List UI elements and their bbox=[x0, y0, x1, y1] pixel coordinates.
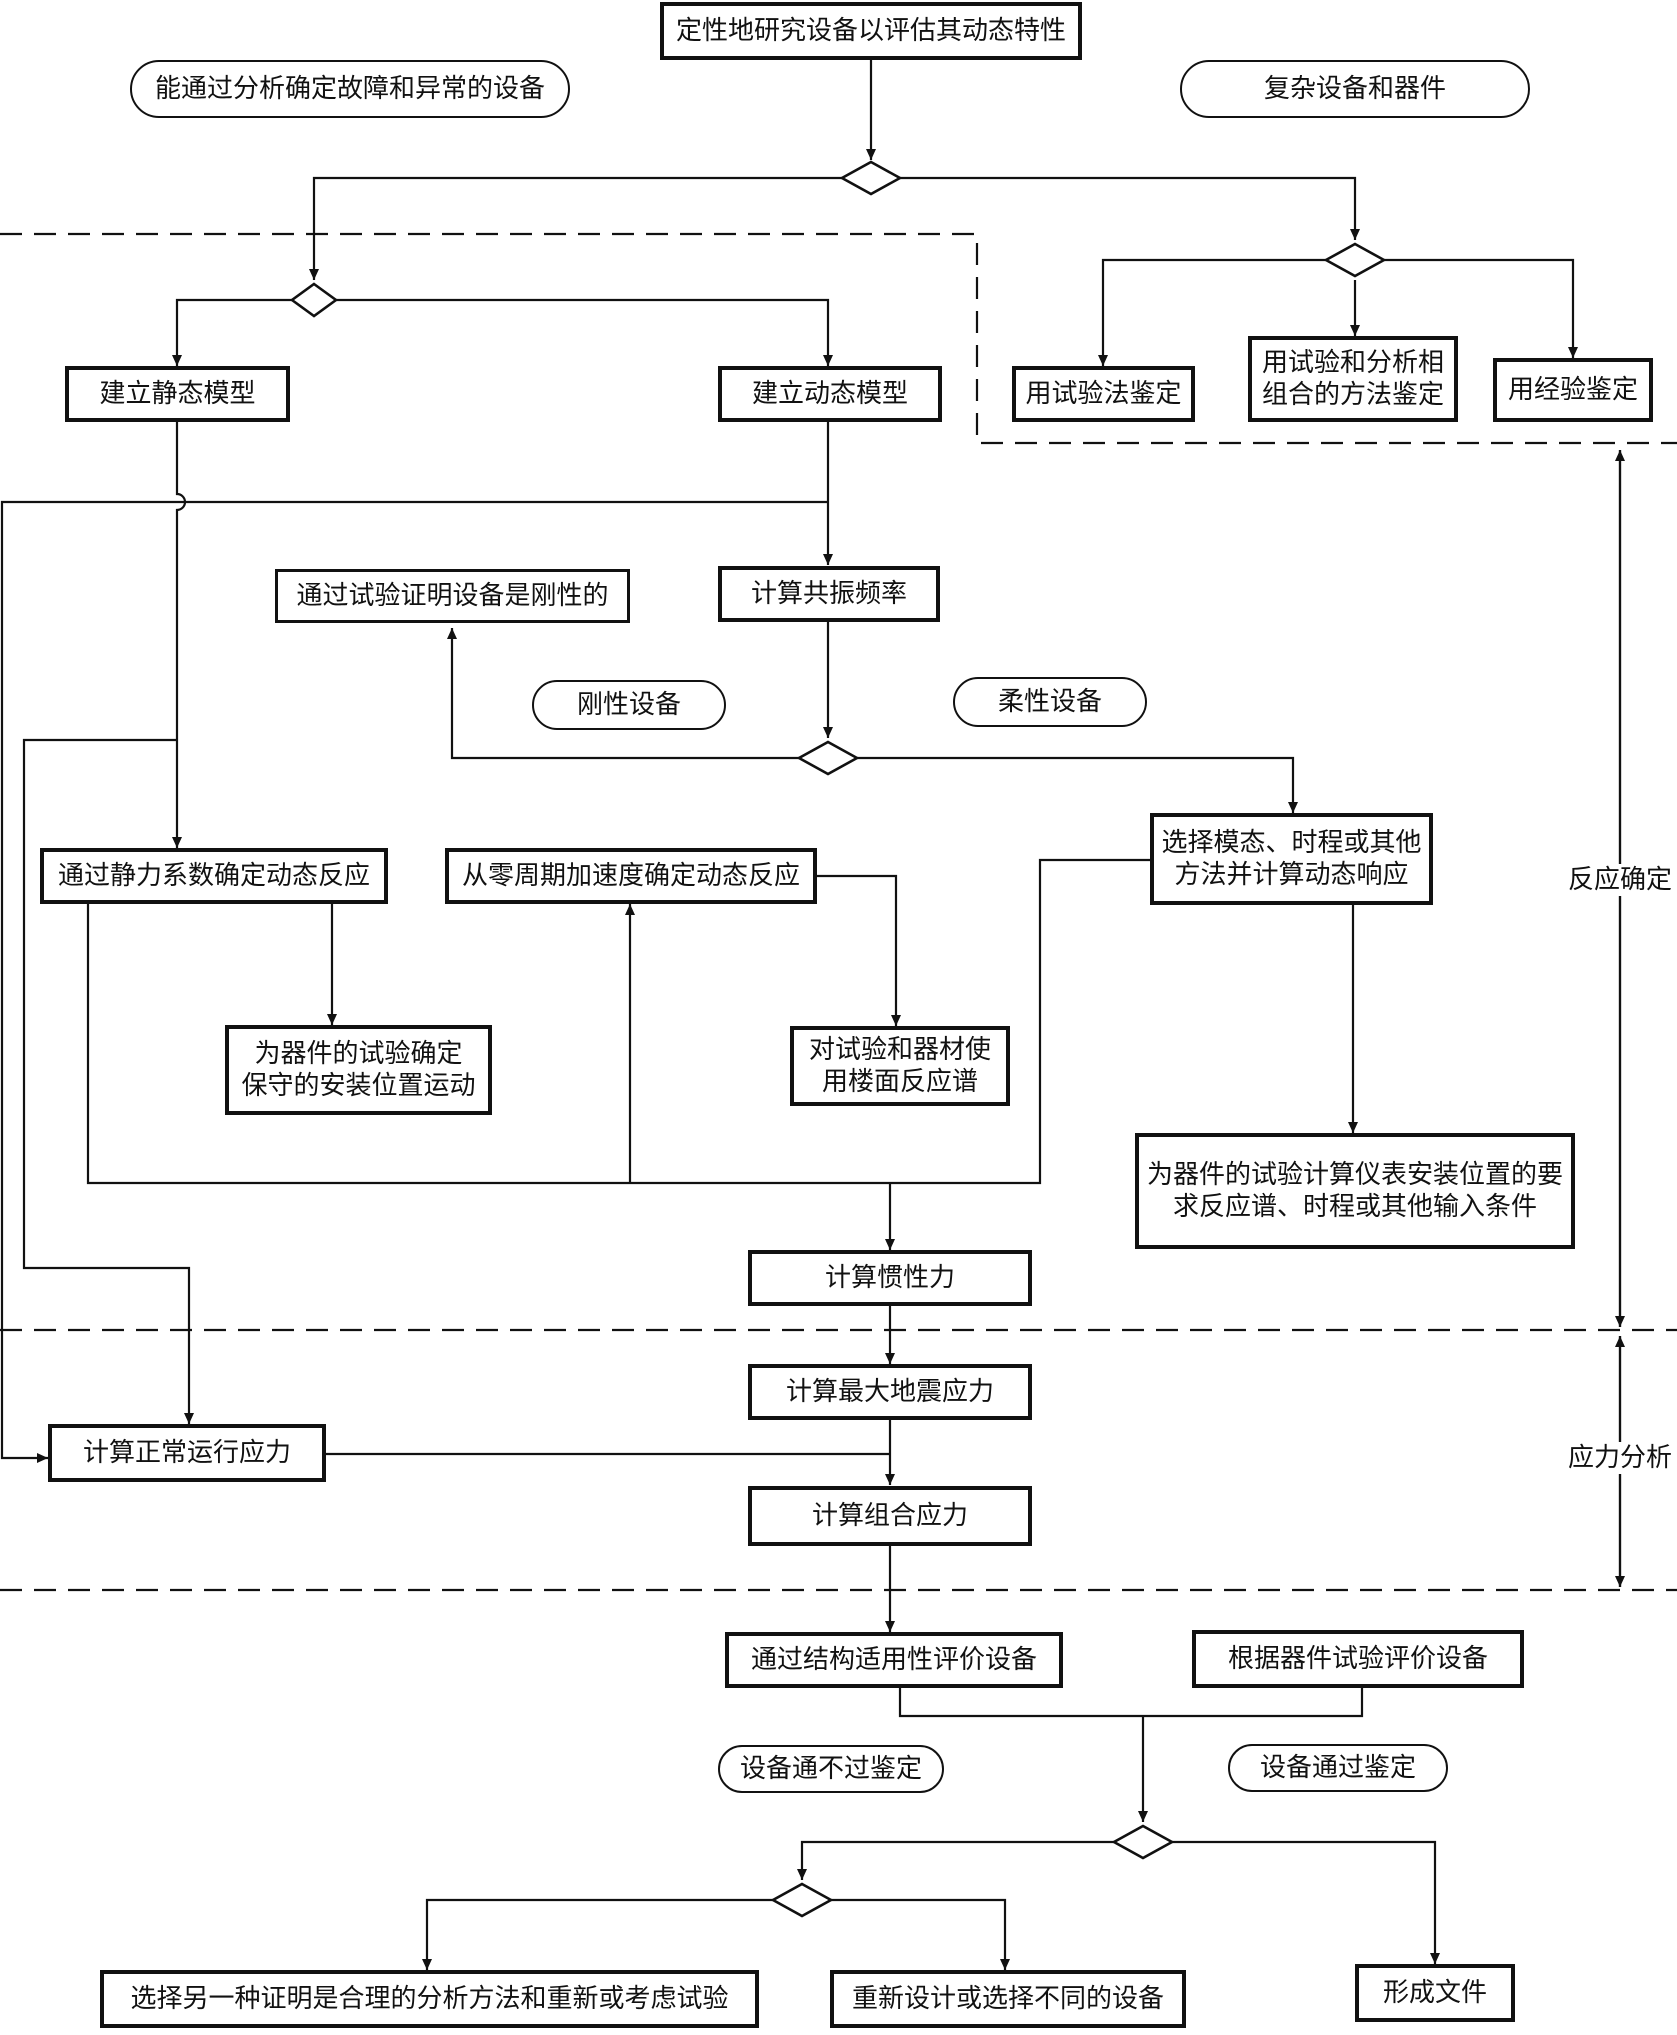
node-redesign: 重新设计或选择不同的设备 bbox=[830, 1970, 1186, 2028]
node-inertia: 计算惯性力 bbox=[748, 1250, 1032, 1306]
node-alt-method: 选择另一种证明是合理的分析方法和重新或考虑试验 bbox=[100, 1970, 759, 2028]
node-floor-spectra: 对试验和器材使 用楼面反应谱 bbox=[790, 1026, 1010, 1106]
decision-diamond bbox=[770, 1882, 834, 1918]
node-eval-struct: 通过结构适用性评价设备 bbox=[725, 1632, 1063, 1688]
decision-diamond bbox=[1111, 1824, 1175, 1860]
node-eval-test: 根据器件试验评价设备 bbox=[1192, 1630, 1524, 1688]
decision-diamond bbox=[289, 282, 339, 318]
node-max-seismic: 计算最大地震应力 bbox=[748, 1364, 1032, 1420]
node-zpa: 从零周期加速度确定动态反应 bbox=[445, 848, 817, 904]
node-pill-flex: 柔性设备 bbox=[953, 677, 1147, 727]
decision-diamond bbox=[839, 160, 903, 196]
node-calc-freq: 计算共振频率 bbox=[718, 566, 940, 622]
node-combo-method: 用试验和分析相 组合的方法鉴定 bbox=[1248, 336, 1458, 422]
node-select-method: 选择模态、时程或其他 方法并计算动态响应 bbox=[1150, 813, 1433, 905]
node-test-method: 用试验法鉴定 bbox=[1012, 366, 1195, 422]
node-document: 形成文件 bbox=[1355, 1964, 1515, 2022]
decision-diamond bbox=[1323, 242, 1387, 278]
side-label-response: 反应确定 bbox=[1556, 864, 1677, 896]
node-normal-stress: 计算正常运行应力 bbox=[48, 1424, 326, 1482]
node-static-coeff: 通过静力系数确定动态反应 bbox=[40, 848, 388, 904]
node-experience: 用经验鉴定 bbox=[1493, 358, 1653, 422]
node-prove-rigid: 通过试验证明设备是刚性的 bbox=[275, 569, 630, 623]
side-label-stress: 应力分析 bbox=[1556, 1442, 1677, 1474]
node-pill-fail: 设备通不过鉴定 bbox=[718, 1745, 944, 1793]
node-conservative: 为器件的试验确定 保守的安装位置运动 bbox=[225, 1025, 492, 1115]
node-required-spectra: 为器件的试验计算仪表安装位置的要 求反应谱、时程或其他输入条件 bbox=[1135, 1133, 1575, 1249]
node-top: 定性地研究设备以评估其动态特性 bbox=[660, 2, 1082, 60]
node-pill-right: 复杂设备和器件 bbox=[1180, 60, 1530, 118]
node-static-model: 建立静态模型 bbox=[65, 366, 290, 422]
node-pill-pass: 设备通过鉴定 bbox=[1228, 1744, 1448, 1792]
node-pill-rigid: 刚性设备 bbox=[532, 680, 726, 730]
separator-line bbox=[0, 232, 1677, 445]
node-combined: 计算组合应力 bbox=[748, 1486, 1032, 1546]
node-pill-left: 能通过分析确定故障和异常的设备 bbox=[130, 60, 570, 118]
decision-diamond bbox=[796, 740, 860, 776]
node-dynamic-model: 建立动态模型 bbox=[718, 366, 942, 422]
